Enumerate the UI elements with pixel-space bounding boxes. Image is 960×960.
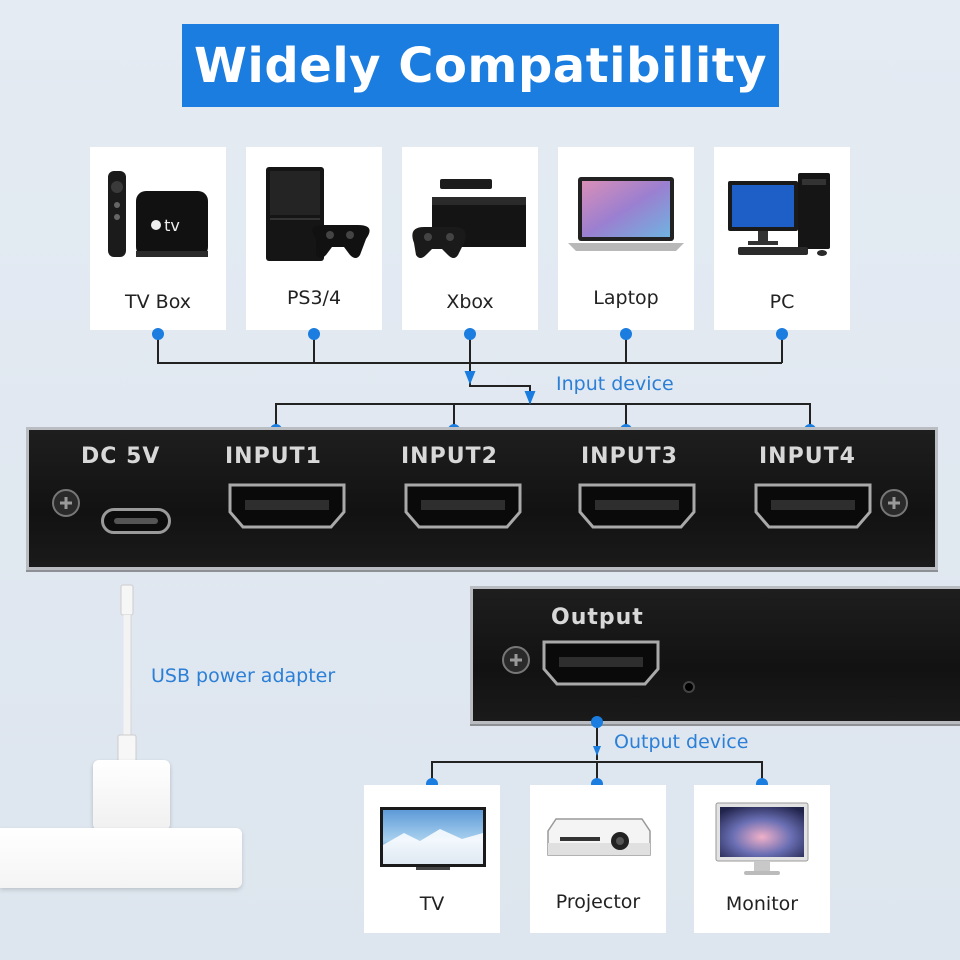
dc-5v-label: DC 5V [81,444,161,469]
input3-label: INPUT3 [581,444,678,469]
switch-input-panel: DC 5V INPUT1 INPUT2 INPUT3 INPUT4 [26,427,938,570]
output-device-card-projector: Projector [530,785,666,933]
device-label: TV Box [125,291,191,313]
desktop-pc-icon [714,147,850,277]
input-device-card-laptop: Laptop [558,147,694,330]
usb-power-adapter-label: USB power adapter [151,665,336,687]
usb-c-port [101,508,171,534]
hdmi-port-input2 [404,483,522,529]
usb-power-adapter-icon [93,760,170,830]
device-label: PS3/4 [286,287,342,309]
input-device-card-xbox: Xbox [402,147,538,330]
input1-label: INPUT1 [225,444,322,469]
game-console-icon [246,147,382,277]
screw-icon [880,489,908,517]
page-title: Widely Compatibility [193,37,768,94]
input-device-card-ps: PS3/4 [246,147,382,330]
input4-label: INPUT4 [759,444,856,469]
output-device-card-tv: TV [364,785,500,933]
title-banner: Widely Compatibility [182,24,779,107]
input-device-label: Input device [556,373,674,395]
screw-icon [52,489,80,517]
switch-output-panel: Output [470,586,960,724]
projector-icon [530,785,666,881]
tv-icon [364,785,500,881]
hdmi-port-input1 [228,483,346,529]
device-label: Xbox [446,291,494,313]
hdmi-port-input4 [754,483,872,529]
device-label: Projector [555,891,641,913]
input2-label: INPUT2 [401,444,498,469]
device-label: Laptop [593,287,659,309]
output-device-card-monitor: Monitor [694,785,830,933]
input-device-card-pc: PC [714,147,850,330]
input-device-card-tv-box: tv TV Box [90,147,226,330]
device-label: Monitor [725,893,799,915]
output-label: Output [551,605,644,630]
svg-text:tv: tv [164,216,180,235]
device-label: PC [769,291,795,313]
hdmi-port-output [542,640,660,686]
tv-box-icon: tv [90,147,226,277]
screw-icon [502,646,530,674]
monitor-icon [694,785,830,881]
output-device-label: Output device [614,731,749,753]
xbox-icon [402,147,538,277]
power-outlet-icon [0,828,242,888]
hdmi-port-input3 [578,483,696,529]
laptop-icon [558,147,694,277]
device-label: TV [419,893,445,915]
indicator-led [683,681,695,693]
